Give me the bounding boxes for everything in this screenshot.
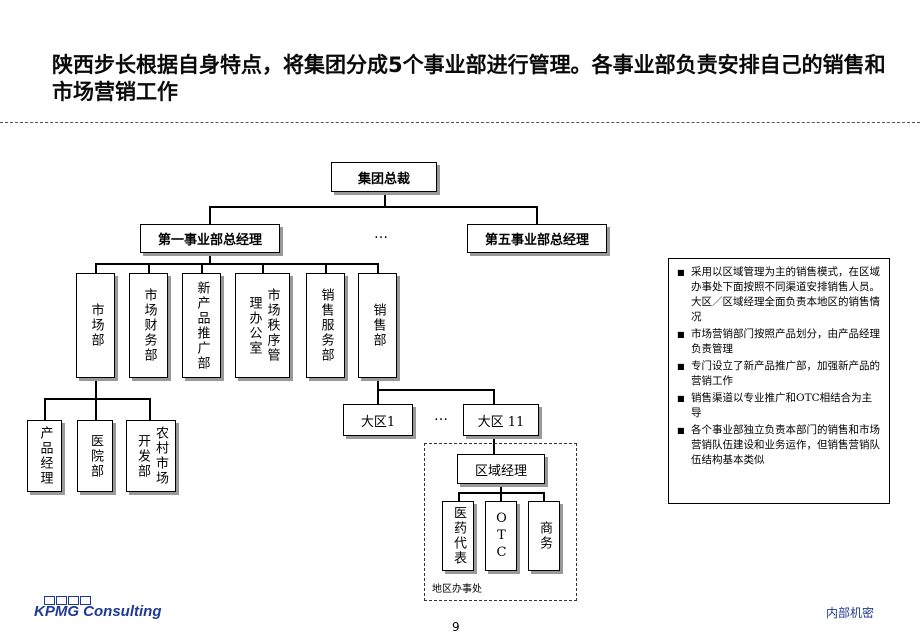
ellipsis: …: [374, 226, 388, 242]
title-divider: [0, 122, 920, 123]
connector: [458, 492, 460, 501]
connector: [493, 389, 495, 404]
connector: [148, 263, 150, 273]
dept-label: 销售部: [370, 303, 386, 348]
connector: [377, 389, 379, 404]
channel-business: 商务: [528, 501, 560, 571]
dept-label: 市场秩序管理办公室: [246, 288, 280, 363]
connector: [149, 398, 151, 420]
notes-panel: ■采用以区域管理为主的销售模式，在区域办事处下面按照不同渠道安排销售人员。大区／…: [668, 258, 890, 504]
regional-manager-box: 区域经理: [457, 454, 545, 484]
page-number: 9: [452, 620, 460, 634]
square-bullet-icon: ■: [677, 362, 685, 371]
channel-medical-rep: 医药代表: [442, 501, 474, 571]
connector: [209, 253, 211, 263]
channel-label: 医药代表: [451, 506, 466, 566]
connector: [543, 492, 545, 501]
square-bullet-icon: ■: [677, 426, 685, 435]
kpmg-logo-icon: [44, 596, 91, 605]
square-bullet-icon: ■: [677, 330, 685, 339]
connector: [536, 206, 538, 224]
connector: [201, 263, 203, 273]
connector: [44, 398, 150, 400]
region-1-box: 大区1: [343, 404, 413, 436]
confidential-label: 内部机密: [826, 606, 875, 620]
note-item: ■销售渠道以专业推广和OTC相结合为主导: [677, 392, 873, 419]
connector: [500, 484, 502, 492]
division-1-box: 第一事业部总经理: [140, 224, 280, 253]
connector: [377, 263, 379, 273]
regional-office-frame: [424, 443, 577, 601]
connector: [95, 263, 378, 265]
dept-label: 销售服务部: [318, 288, 334, 363]
ceo-box: 集团总裁: [331, 162, 437, 192]
connector: [262, 263, 264, 273]
connector: [95, 378, 97, 398]
dept-marketing: 市场部: [76, 273, 115, 378]
channel-label: 商务: [537, 521, 552, 551]
company-logo: KPMG Consulting: [34, 603, 162, 620]
sub-hospital: 医院部: [77, 420, 113, 492]
connector: [325, 263, 327, 273]
connector: [500, 492, 502, 501]
region-11-box: 大区 11: [463, 404, 539, 436]
dept-new-product: 新产品推广部: [182, 273, 221, 378]
channel-otc: OTC: [485, 501, 517, 571]
connector: [209, 206, 537, 208]
dept-label: 市场部: [88, 303, 104, 348]
connector: [377, 389, 494, 391]
connector: [44, 398, 46, 420]
sub-label: 产品经理: [37, 426, 53, 486]
page-title: 陕西步长根据自身特点，将集团分成5个事业部进行管理。各事业部负责安排自己的销售和…: [52, 53, 886, 104]
division-5-box: 第五事业部总经理: [467, 224, 607, 253]
note-item: ■各个事业部独立负责本部门的销售和市场营销队伍建设和业务运作，但销售营销队伍结构…: [677, 424, 880, 466]
connector: [95, 398, 97, 420]
connector: [209, 206, 211, 224]
dept-market-order: 市场秩序管理办公室: [235, 273, 290, 378]
channel-label: OTC: [494, 510, 509, 562]
square-bullet-icon: ■: [677, 394, 685, 403]
connector: [384, 192, 386, 206]
sub-label: 医院部: [88, 433, 103, 479]
dept-sales-service: 销售服务部: [306, 273, 345, 378]
sub-label: 农村市场开发部: [135, 426, 168, 486]
note-item: ■专门设立了新产品推广部，加强新产品的营销工作: [677, 360, 880, 387]
sub-rural-market: 农村市场开发部: [126, 420, 176, 492]
note-item: ■采用以区域管理为主的销售模式，在区域办事处下面按照不同渠道安排销售人员。大区／…: [677, 266, 880, 323]
connector: [493, 436, 495, 454]
connector: [377, 378, 379, 389]
square-bullet-icon: ■: [677, 268, 685, 277]
dept-label: 新产品推广部: [194, 280, 210, 371]
dept-label: 市场财务部: [141, 288, 157, 363]
regional-office-label: 地区办事处: [432, 584, 482, 595]
sub-product-manager: 产品经理: [27, 420, 62, 492]
dept-marketing-finance: 市场财务部: [129, 273, 168, 378]
dept-sales: 销售部: [358, 273, 397, 378]
ellipsis: …: [434, 408, 448, 424]
connector: [95, 263, 97, 273]
note-item: ■市场营销部门按照产品划分，由产品经理负责管理: [677, 328, 880, 355]
